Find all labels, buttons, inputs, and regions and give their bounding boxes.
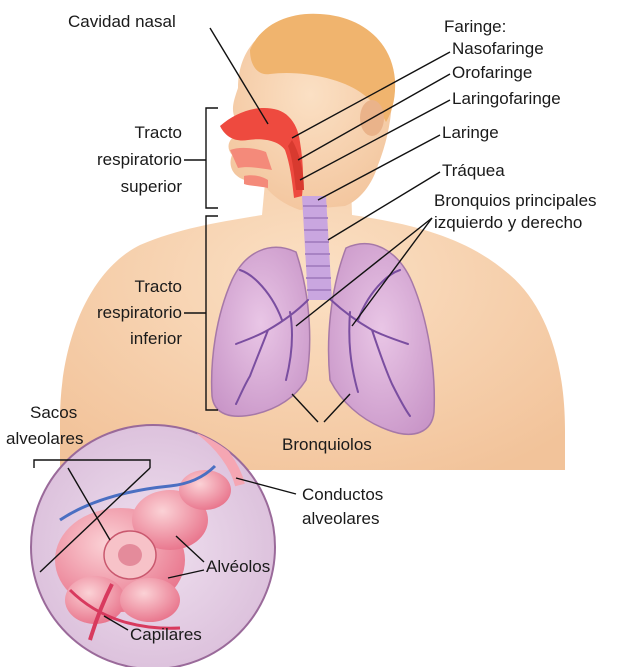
- label-alveolos: Alvéolos: [206, 557, 270, 576]
- label-capilares: Capilares: [130, 625, 202, 644]
- label-bronquios-line2: izquierdo y derecho: [434, 213, 582, 232]
- label-bronquiolos: Bronquiolos: [282, 435, 372, 454]
- label-cavidad-nasal: Cavidad nasal: [68, 12, 176, 31]
- label-conductos-line1: Conductos: [302, 485, 383, 504]
- label-inferior-line3: inferior: [130, 329, 182, 348]
- label-superior-line1: Tracto: [134, 123, 182, 142]
- label-laringe: Laringe: [442, 123, 499, 142]
- label-conductos-line2: alveolares: [302, 509, 380, 528]
- label-traquea: Tráquea: [442, 161, 505, 180]
- label-superior-line2: respiratorio: [97, 150, 182, 169]
- label-faringe: Faringe:: [444, 17, 506, 36]
- label-orofaringe: Orofaringe: [452, 63, 532, 82]
- label-sacos-line2: alveolares: [6, 429, 84, 448]
- label-nasofaringe: Nasofaringe: [452, 39, 544, 58]
- label-inferior-line2: respiratorio: [97, 303, 182, 322]
- label-laringofaringe: Laringofaringe: [452, 89, 561, 108]
- label-sacos-line1: Sacos: [30, 403, 77, 422]
- label-bronquios-line1: Bronquios principales: [434, 191, 597, 210]
- label-superior-line3: superior: [121, 177, 183, 196]
- label-inferior-line1: Tracto: [134, 277, 182, 296]
